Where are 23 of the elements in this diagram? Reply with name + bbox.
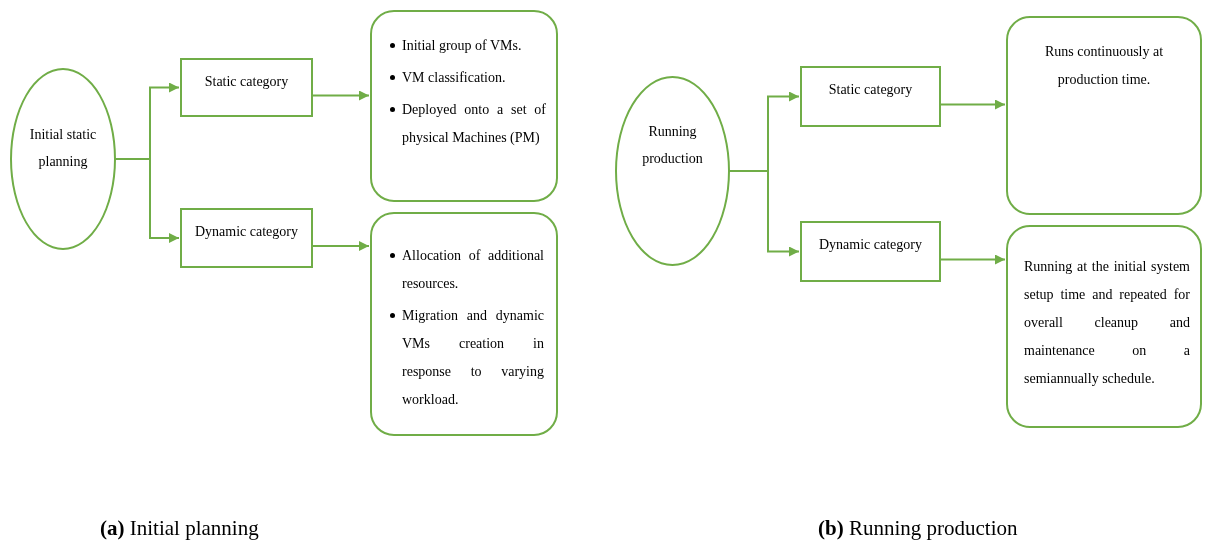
bullet-item: VM classification. — [390, 64, 546, 92]
category-box — [180, 58, 313, 117]
bullet-item: Initial group of VMs. — [390, 32, 546, 60]
description-box — [370, 10, 558, 202]
bullet-item: Allocation of additional resources. — [390, 242, 544, 298]
node-text: Running at the initial system setup time and repeated for overall cleanup and maintenance on a semiannually schedule. — [1024, 258, 1190, 388]
figure-caption: (a) Initial planning — [100, 516, 259, 541]
category-box — [180, 208, 313, 268]
category-box — [800, 221, 941, 282]
node-text: Dynamic category — [819, 237, 922, 253]
category-box — [800, 66, 941, 127]
description-box — [1006, 225, 1202, 428]
bullet-item: Migration and dynamic VMs creation in response to varying workload. — [390, 302, 544, 414]
bullet-item: Deployed onto a set of physical Machines (PM) — [390, 96, 546, 152]
description-box — [370, 212, 558, 436]
node-text: Initial static planning — [28, 126, 98, 171]
node-text: Runs continuously at production time. — [1043, 43, 1165, 89]
figure-caption: (b) Running production — [818, 516, 1018, 541]
node-text: Static category — [828, 82, 913, 98]
description-box — [1006, 16, 1202, 215]
node-text: Running production — [641, 123, 704, 168]
node-text: Static category — [204, 74, 289, 90]
node-text: Dynamic category — [195, 224, 298, 240]
